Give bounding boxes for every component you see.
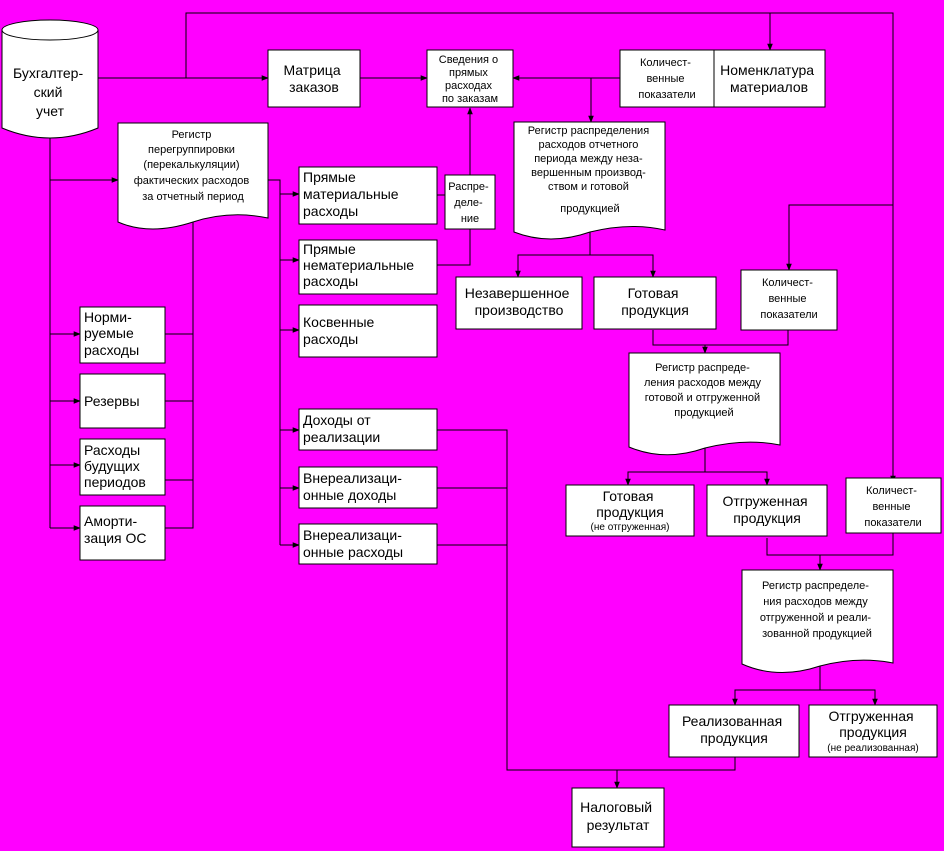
nonoperating-income-box: Внереализаци- онные доходы — [298, 466, 438, 509]
direct-costs-info-box: Сведения о прямых расходах по заказам — [426, 49, 514, 108]
shipped-sold-register-document: Регистр распределе- ния расходов между о… — [741, 569, 894, 673]
svg-text:(не реализованная): (не реализованная) — [827, 743, 918, 754]
finished-shipped-register-document: Регистр распреде- ления расходов между г… — [628, 352, 781, 456]
connector-line — [437, 107, 473, 266]
quantitative-indicators-box-1: Количест- венные показатели — [619, 49, 715, 108]
accounting-database: Бухгалтер- ский учет — [1, 19, 99, 139]
svg-text:Готовая продукция: Готовая продукция — [596, 488, 664, 520]
matrix-box: Матрица заказов — [267, 49, 361, 108]
svg-text:Налоговый результат: Налоговый результат — [580, 799, 656, 833]
connector-line — [820, 689, 878, 706]
shipped-goods-box-2: Отгруженная продукция (не реализованная) — [808, 704, 938, 758]
amortization-box: Аморти- зация ОС — [79, 505, 166, 561]
quantitative-indicators-box-2: Количест- венные показатели — [740, 269, 838, 331]
svg-text:Реализованная продукция: Реализованная продукция — [682, 713, 786, 746]
connector-line — [614, 757, 736, 789]
connector-line — [705, 471, 770, 486]
svg-text:Резервы: Резервы — [84, 393, 140, 409]
svg-text:Количест- венные п: Количест- венные показатели — [638, 57, 695, 101]
connector-line — [625, 447, 706, 486]
svg-text:Отгруженная продукция: Отгруженная продукция — [828, 708, 917, 740]
connector-line — [515, 232, 591, 278]
svg-text:Количест- венные п: Количест- венные показатели — [864, 485, 921, 529]
tax-result-box: Налоговый результат — [571, 787, 665, 848]
svg-text:Доходы от реализации: Доходы от реализации — [303, 412, 380, 445]
svg-text:Регистр распределе- ния: Регистр распределе- ния расходов между о… — [760, 580, 874, 640]
connector-line — [590, 254, 656, 278]
nonoperating-expenses-box: Внереализаци- онные расходы — [298, 523, 438, 565]
wip-box: Незавершенное производство — [455, 276, 583, 330]
indirect-costs-box: Косвенные расходы — [298, 304, 438, 358]
normed-costs-box: Норми- руемые расходы — [79, 306, 166, 364]
svg-text:Прямые материальные: Прямые материальные расходы — [303, 169, 402, 219]
sold-goods-box: Реализованная продукция — [668, 704, 800, 758]
connector-line — [165, 209, 196, 529]
svg-text:(не отгруженная): (не отгруженная) — [591, 522, 670, 533]
distribution-box: Распре- деле- ние — [444, 174, 496, 230]
period-register-document: Регистр распределения расходов отчетного… — [513, 121, 666, 240]
connector-line — [652, 330, 789, 346]
svg-text:Регистр распреде- ления: Регистр распреде- ления расходов между г… — [644, 362, 764, 419]
svg-text:Косвенные расходы: Косвенные расходы — [303, 314, 378, 347]
connector-line — [766, 533, 894, 556]
svg-text:Регистр распределения ра: Регистр распределения расходов отчетного… — [528, 125, 652, 215]
svg-text:Незавершенное производст: Незавершенное производство — [465, 285, 574, 318]
future-expenses-box: Расходы будущих периодов — [79, 438, 166, 496]
connector-line — [268, 179, 281, 545]
svg-text:Аморти- зация ОС: Аморти- зация ОС — [84, 513, 147, 546]
finished-goods-box-2: Готовая продукция (не отгруженная) — [565, 484, 695, 537]
svg-text:Прямые нематериальные: Прямые нематериальные расходы — [303, 241, 418, 289]
svg-text:Норми- руемые расх: Норми- руемые расходы — [84, 309, 139, 358]
svg-text:Сведения о прямых: Сведения о прямых расходах по заказам — [439, 54, 502, 105]
direct-nonmaterial-costs-box: Прямые нематериальные расходы — [298, 239, 438, 295]
svg-text:Количест- венные п: Количест- венные показатели — [760, 277, 817, 321]
accounting-label: Бухгалтер- ский учет — [13, 65, 87, 119]
svg-text:Внереализаци- онные дохо: Внереализаци- онные доходы — [303, 470, 406, 503]
direct-material-costs-box: Прямые материальные расходы — [298, 166, 438, 225]
svg-text:Готовая продукция: Готовая продукция — [621, 285, 689, 318]
sales-income-box: Доходы от реализации — [298, 408, 438, 451]
svg-text:Распре- деле- ние: Распре- деле- ние — [448, 181, 492, 225]
svg-text:Отгруженная продукция: Отгруженная продукция — [722, 493, 811, 526]
quantitative-indicators-box-3: Количест- венные показатели — [845, 477, 942, 534]
svg-text:Номенклатура материалов: Номенклатура материалов — [720, 62, 818, 95]
regroup-register-document: Регистр перегруппировки (перекалькуляции… — [117, 122, 269, 230]
connector-line — [96, 12, 896, 483]
svg-text:Регистр перегруппировки: Регистр перегруппировки (перекалькуляции… — [134, 129, 253, 203]
connector-line — [786, 204, 893, 271]
shipped-goods-box-1: Отгруженная продукция — [706, 484, 828, 537]
svg-text:Внереализаци- онные расх: Внереализаци- онные расходы — [303, 527, 406, 560]
svg-text:Расходы будущих пе: Расходы будущих периодов — [84, 442, 146, 490]
connector-line — [437, 429, 617, 771]
reserves-box: Резервы — [79, 373, 166, 429]
nomenclature-box: Номенклатура материалов — [713, 49, 826, 108]
connectors — [49, 12, 896, 789]
svg-text:Матрица заказов: Матрица заказов — [283, 62, 344, 95]
finished-goods-box-1: Готовая продукция — [593, 276, 717, 330]
connector-line — [732, 665, 821, 706]
